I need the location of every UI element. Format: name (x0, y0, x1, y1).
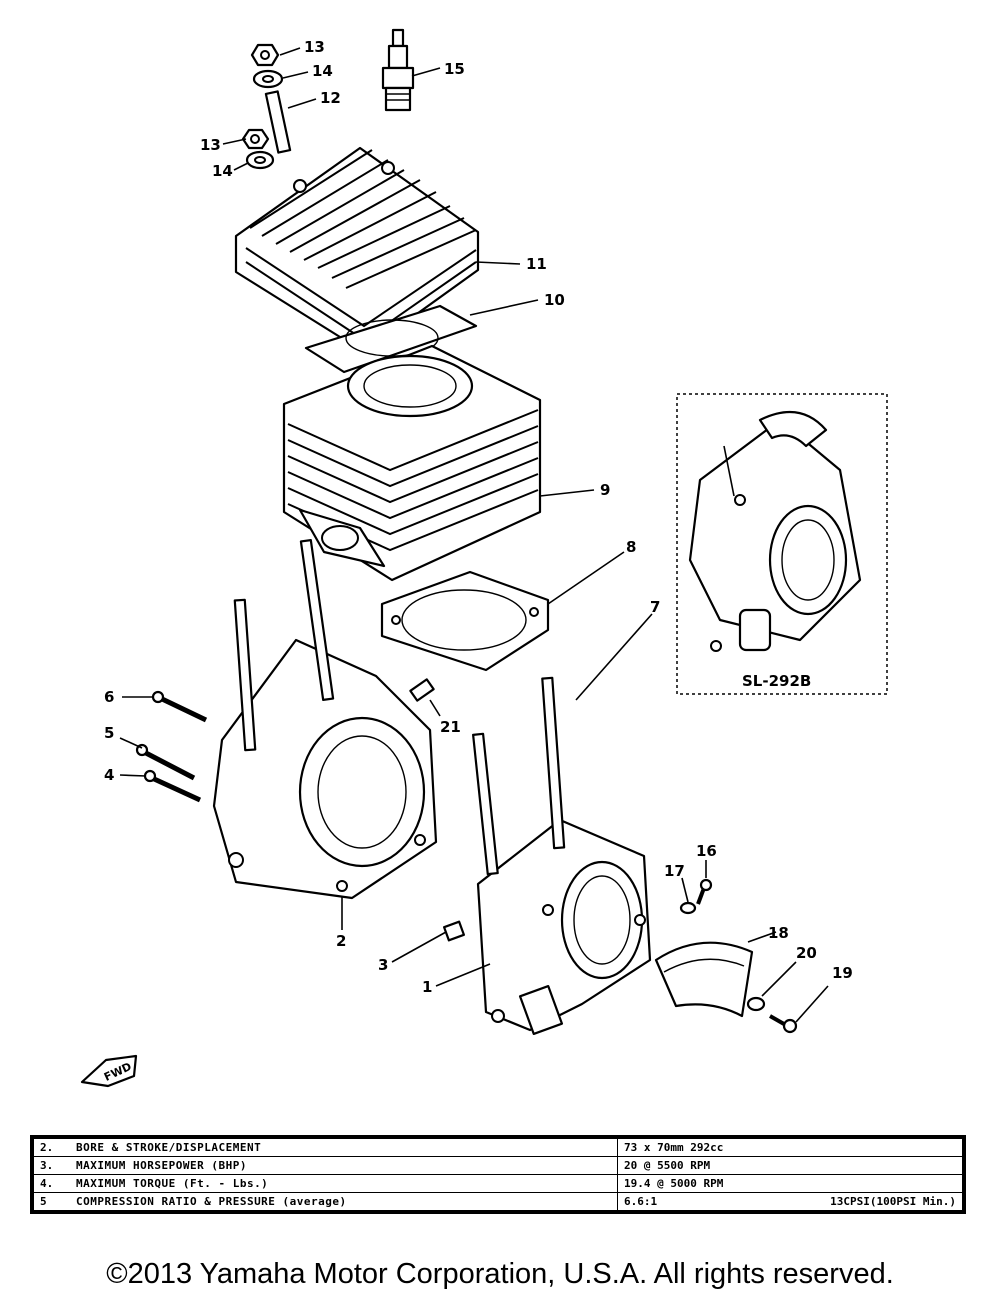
head-gasket (304, 304, 478, 374)
screw-16 (696, 878, 713, 905)
spec-row-label: COMPRESSION RATIO & PRESSURE (average) (70, 1192, 618, 1213)
callout-8: 8 (626, 538, 636, 556)
cylinder (282, 344, 542, 582)
callout-20: 20 (796, 944, 817, 962)
washer-17 (679, 901, 697, 915)
screw-19 (769, 1014, 798, 1034)
washer-20 (746, 996, 766, 1012)
callout-1: 1 (422, 978, 432, 996)
bolt-6 (151, 690, 208, 723)
callout-17: 17 (664, 862, 685, 880)
callout-3: 3 (378, 956, 388, 974)
callouts: 13 14 12 13 14 15 11 10 9 8 7 6 5 4 2 3 … (104, 38, 853, 996)
dowel-21 (409, 678, 435, 702)
plug-3 (442, 920, 466, 942)
head-washer-side (245, 150, 275, 170)
base-gasket (380, 570, 550, 672)
head-stud (264, 90, 292, 154)
callout-12: 12 (320, 89, 341, 107)
callout-14-side: 14 (212, 162, 233, 180)
callout-7: 7 (650, 598, 660, 616)
copyright-notice: ©2013 Yamaha Motor Corporation, U.S.A. A… (106, 1258, 894, 1290)
head-nut-top (250, 43, 280, 67)
callout-10: 10 (544, 291, 565, 309)
callout-14-top: 14 (312, 62, 333, 80)
callout-13-side: 13 (200, 136, 221, 154)
callout-15: 15 (444, 60, 465, 78)
spec-row: 2. BORE & STROKE/DISPLACEMENT 73 x 70mm … (31, 1136, 965, 1157)
leader-lines (119, 47, 829, 1023)
spec-row-label: BORE & STROKE/DISPLACEMENT (70, 1136, 618, 1157)
callout-11: 11 (526, 255, 547, 273)
callout-16: 16 (696, 842, 717, 860)
spec-row-number: 4. (31, 1174, 70, 1193)
bolt-4 (143, 769, 202, 803)
spec-row-value: 73 x 70mm 292cc (617, 1136, 965, 1157)
spec-row-label: MAXIMUM HORSEPOWER (BHP) (70, 1156, 618, 1175)
head-nut-side (241, 128, 270, 150)
spec-row: 5 COMPRESSION RATIO & PRESSURE (average)… (31, 1192, 965, 1213)
spec-row-number: 3. (31, 1156, 70, 1175)
spec-value-primary: 19.4 @ 5000 RPM (624, 1177, 724, 1190)
fwd-arrow-icon: FWD (80, 1054, 138, 1088)
crankcase-left (212, 538, 438, 900)
spec-row-number: 5 (31, 1192, 70, 1213)
callout-6: 6 (104, 688, 114, 706)
spec-value-primary: 6.6:1 (624, 1195, 658, 1208)
spec-value-secondary: 13CPSI(100PSI Min.) (830, 1195, 956, 1208)
spec-value-primary: 20 @ 5500 RPM (624, 1159, 711, 1172)
callout-2: 2 (336, 932, 346, 950)
inset-label: SL-292B (742, 672, 811, 690)
spec-row-value: 6.6:1 13CPSI(100PSI Min.) (617, 1192, 965, 1213)
callout-5: 5 (104, 724, 114, 742)
spec-row: 4. MAXIMUM TORQUE (Ft. - Lbs.) 19.4 @ 50… (31, 1174, 965, 1193)
callout-4: 4 (104, 766, 114, 784)
bearing-cover-18 (654, 941, 754, 1018)
spec-row-value: 19.4 @ 5000 RPM (617, 1174, 965, 1193)
callout-21: 21 (440, 718, 461, 736)
spec-row-number: 2. (31, 1136, 70, 1157)
callout-13-top: 13 (304, 38, 325, 56)
spec-row-value: 20 @ 5500 RPM (617, 1156, 965, 1175)
spec-row: 3. MAXIMUM HORSEPOWER (BHP) 20 @ 5500 RP… (31, 1156, 965, 1175)
callout-19: 19 (832, 964, 853, 982)
spec-table: 2. BORE & STROKE/DISPLACEMENT 73 x 70mm … (30, 1135, 966, 1214)
head-washer-top (252, 69, 284, 89)
callout-18: 18 (768, 924, 789, 942)
callout-9: 9 (600, 481, 610, 499)
inset-sl292b: SL-292B (676, 393, 888, 695)
spec-row-label: MAXIMUM TORQUE (Ft. - Lbs.) (70, 1174, 618, 1193)
spec-value-primary: 73 x 70mm 292cc (624, 1141, 724, 1154)
crankcase-right (472, 676, 652, 1036)
spark-plug (381, 28, 415, 112)
